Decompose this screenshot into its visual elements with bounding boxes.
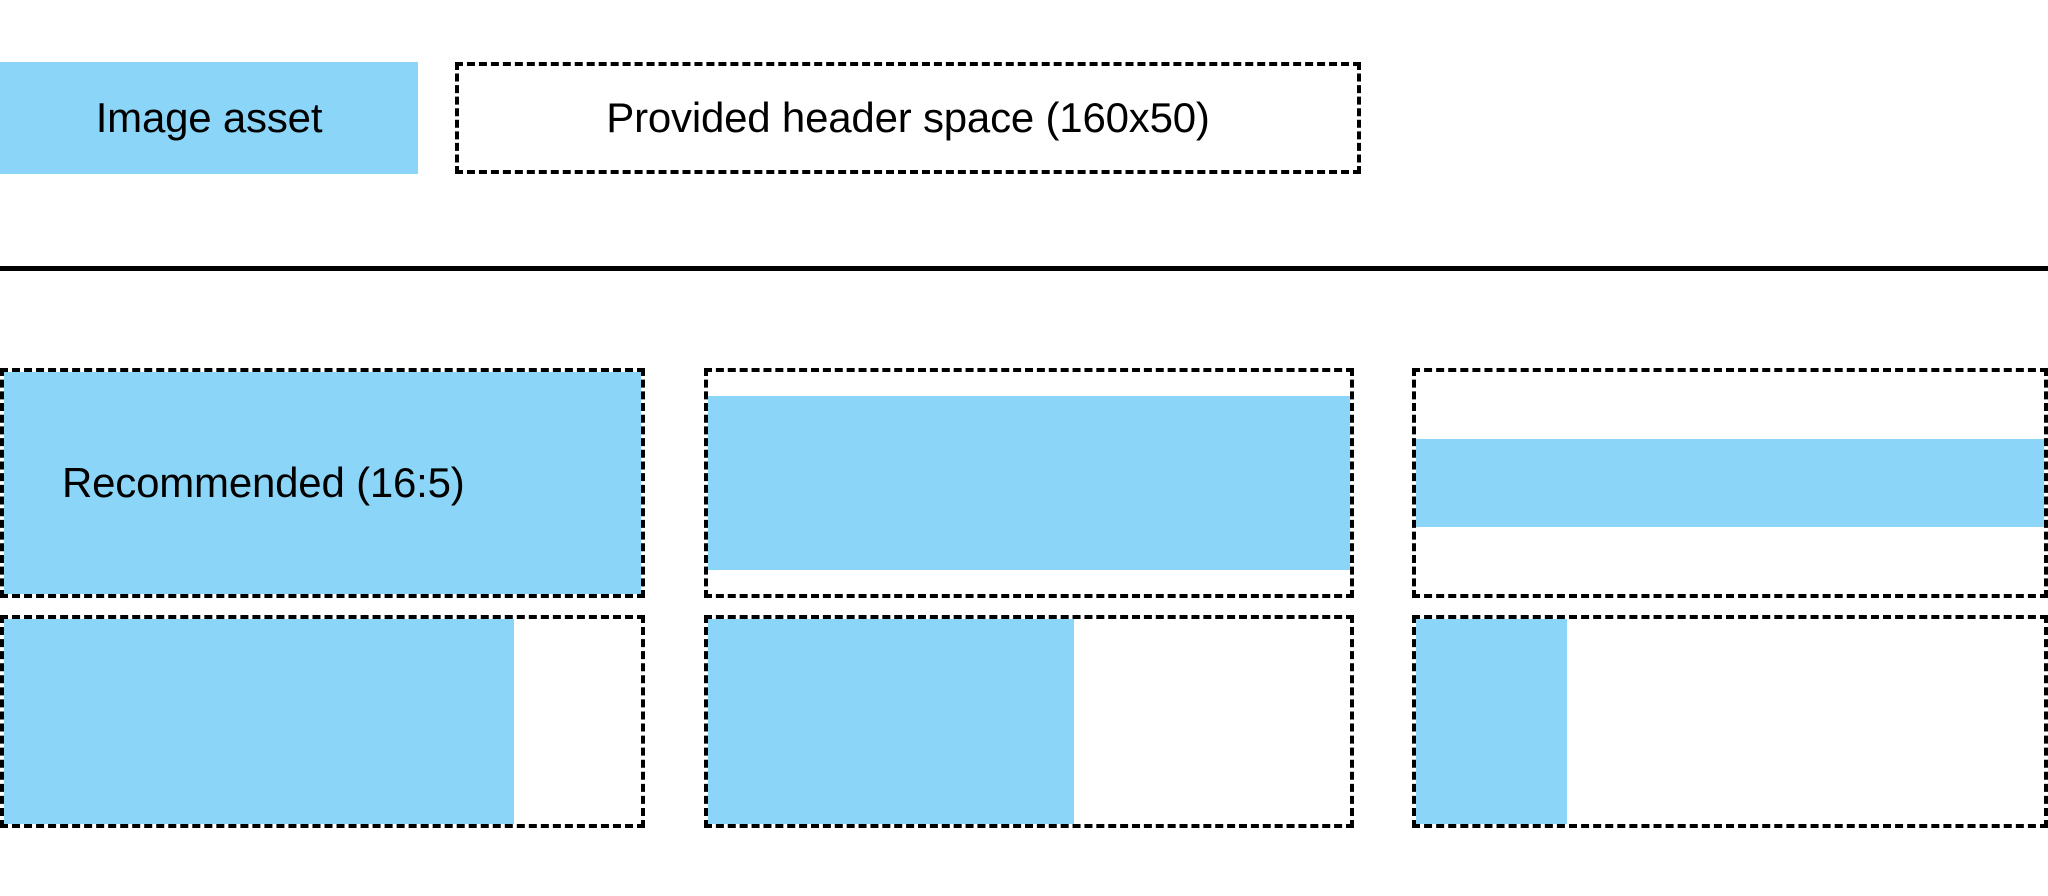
provided-header-space-label: Provided header space (160x50): [606, 94, 1210, 141]
ratio-cell-recommended: Recommended (16:5): [0, 368, 645, 598]
ratio-fill: [708, 619, 1074, 824]
ratio-fill: [1416, 619, 1567, 824]
ratio-fill: [708, 396, 1350, 570]
header-example-row: Image asset Provided header space (160x5…: [0, 62, 2048, 174]
ratio-cell-top-right: [1412, 368, 2048, 598]
ratio-cell-bottom-right: [1412, 615, 2048, 828]
ratio-cell-bottom-left: [0, 615, 645, 828]
image-asset-label: Image asset: [95, 94, 323, 141]
ratio-cell-top-middle: [704, 368, 1354, 598]
ratio-cell-bottom-middle: [704, 615, 1354, 828]
image-asset-swatch: Image asset: [0, 62, 418, 174]
ratio-row-top: Recommended (16:5): [0, 368, 2048, 598]
ratio-row-bottom: [0, 615, 2048, 828]
ratio-grid: Recommended (16:5): [0, 368, 2048, 828]
section-divider: [0, 266, 2048, 271]
provided-header-space-box: Provided header space (160x50): [455, 62, 1361, 174]
ratio-fill: [1416, 438, 2044, 528]
ratio-fill: [4, 619, 514, 824]
ratio-fill: [4, 372, 641, 594]
